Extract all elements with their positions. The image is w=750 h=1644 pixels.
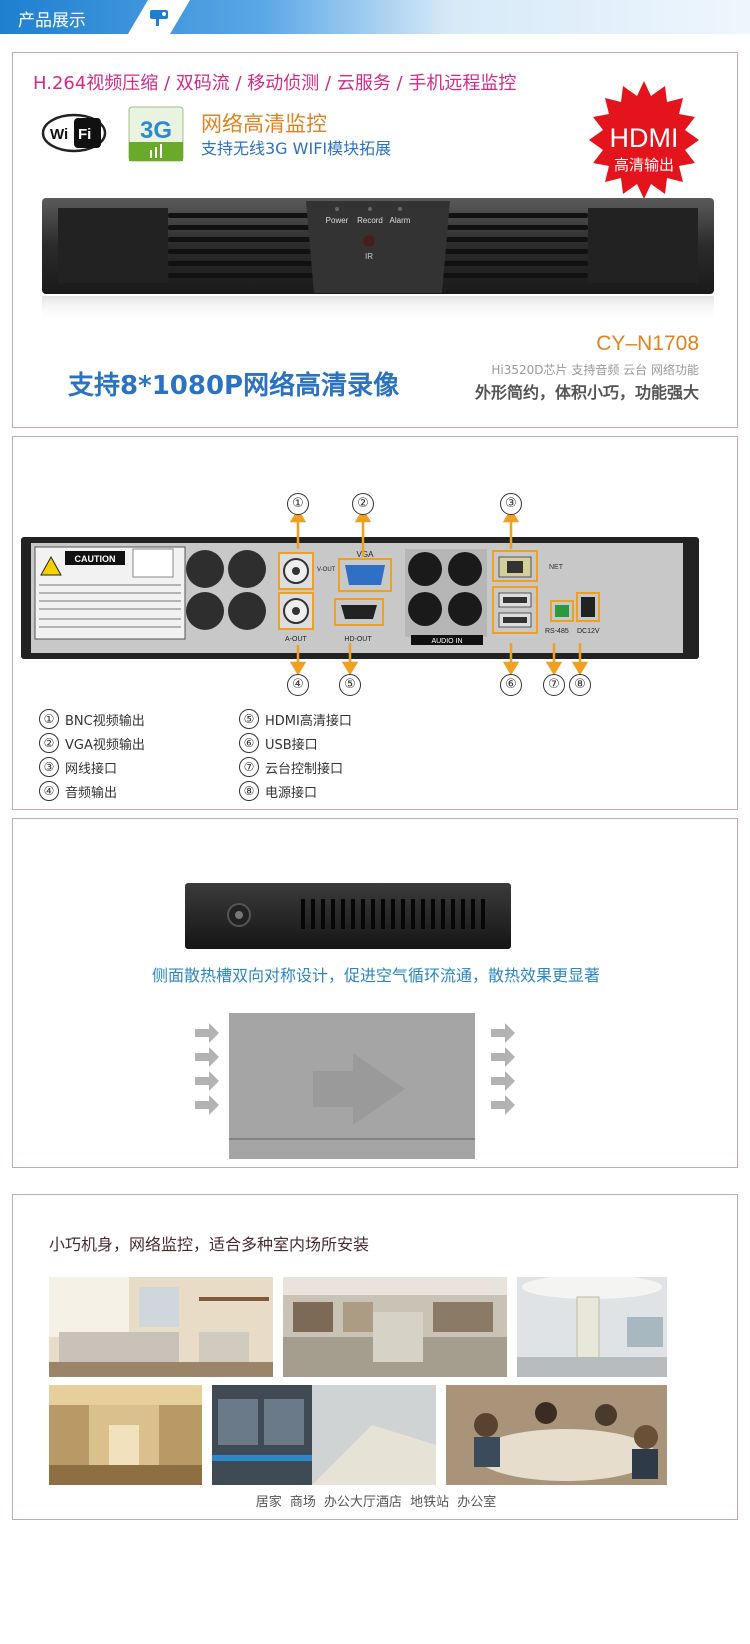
scene-captions: 居家 商场 办公大厅酒店 地铁站 办公室 — [255, 1495, 497, 1510]
legend-num: ② — [39, 733, 59, 753]
legend-item: ⑤ HDMI高清接口 — [239, 707, 352, 731]
wifi-logo: Wi Fi — [41, 113, 107, 153]
feature-list: H.264视频压缩 / 双码流 / 移动侦测 / 云服务 / 手机远程监控 — [33, 73, 517, 94]
airflow-diagram — [195, 1013, 515, 1159]
model-number: CY–N1708 — [596, 332, 699, 355]
front-label-alarm: Alarm — [390, 216, 411, 225]
hall-photo — [517, 1277, 667, 1377]
legend-item: ⑥ USB接口 — [239, 731, 352, 755]
mall-photo — [283, 1277, 507, 1377]
hdmi-badge-title: HDMI — [609, 123, 679, 153]
legend-num: ⑤ — [239, 709, 259, 729]
legend-item: ③ 网线接口 — [39, 755, 145, 779]
callout-7: ⑦ — [543, 674, 565, 696]
hdmi-badge-subtitle: 高清输出 — [613, 156, 674, 174]
callout-3: ③ — [500, 493, 522, 515]
legend-item: ⑧ 电源接口 — [239, 779, 352, 803]
legend-label: 音频输出 — [65, 785, 118, 801]
legend-num: ⑧ — [239, 781, 259, 801]
label-net: NET — [549, 564, 564, 571]
legend-num: ⑥ — [239, 733, 259, 753]
callout-8: ⑧ — [569, 674, 591, 696]
living-room-photo — [49, 1277, 273, 1377]
3g-text: 3G — [140, 117, 172, 144]
label-vout: V-OUT — [317, 567, 336, 573]
callout-4: ④ — [287, 674, 309, 696]
legend-num: ③ — [39, 757, 59, 777]
legend-num: ⑦ — [239, 757, 259, 777]
subway-photo — [212, 1385, 436, 1485]
legend-label: 电源接口 — [265, 785, 318, 801]
main-slogan: 支持8*1080P网络高清录像 — [68, 371, 400, 401]
sub-slogan: 外形简约，体积小巧，功能强大 — [474, 383, 699, 402]
legend-left: ① BNC视频输出 ② VGA视频输出 ③ 网线接口 ④ 音频输出 — [39, 707, 145, 803]
wifi-logo-text-right: Fi — [78, 126, 91, 143]
scenes-title: 小巧机身，网络监控，适合多种室内场所安装 — [49, 1235, 370, 1254]
callout-arrows — [289, 508, 589, 676]
dvr-side-image — [185, 883, 511, 949]
section-title: 产品展示 — [18, 11, 86, 31]
hotel-photo — [49, 1385, 202, 1485]
label-audio-in: AUDIO IN — [431, 638, 462, 645]
legend-label: USB接口 — [265, 737, 318, 753]
legend-num: ① — [39, 709, 59, 729]
hdmi-badge: HDMI 高清输出 — [585, 81, 703, 199]
wifi-logo-text-left: Wi — [50, 126, 68, 143]
legend-label: VGA视频输出 — [65, 737, 145, 753]
legend-item: ⑦ 云台控制接口 — [239, 755, 352, 779]
label-dc12v: DC12V — [577, 628, 600, 635]
legend-label: BNC视频输出 — [65, 713, 145, 729]
legend-label: HDMI高清接口 — [265, 713, 352, 729]
starburst-shape — [589, 81, 699, 199]
front-label-record: Record — [357, 216, 383, 225]
label-aout: A-OUT — [285, 636, 308, 643]
camera-icon — [128, 0, 190, 34]
ventilation-section: 侧面散热槽双向对称设计，促进空气循环流通，散热效果更显著 — [12, 818, 738, 1168]
callout-1: ① — [287, 493, 309, 515]
dvr-front-image: Power Record Alarm IR — [42, 198, 714, 322]
label-hdout: HD-OUT — [344, 636, 372, 643]
3g-icon: 3G — [128, 106, 184, 162]
legend-label: 网线接口 — [65, 761, 118, 777]
office-photo — [446, 1385, 667, 1485]
legend-item: ② VGA视频输出 — [39, 731, 145, 755]
dvr-rear-image: CAUTION V-OUT A-OUT VGA HD-OUT — [21, 537, 699, 659]
wifi-extension-text: 支持无线3G WIFI模块拓展 — [201, 139, 392, 158]
header-band — [0, 0, 750, 34]
callout-5: ⑤ — [339, 674, 361, 696]
legend-item: ④ 音频输出 — [39, 779, 145, 803]
spec-line: Hi3520D芯片 支持音频 云台 网络功能 — [491, 363, 699, 377]
front-label-power: Power — [326, 216, 349, 225]
label-rs485: RS-485 — [545, 628, 569, 635]
legend-right: ⑤ HDMI高清接口 ⑥ USB接口 ⑦ 云台控制接口 ⑧ 电源接口 — [239, 707, 352, 803]
front-label-ir: IR — [365, 252, 373, 261]
net-hd-title: 网络高清监控 — [201, 112, 327, 136]
scenes-section: 小巧机身，网络监控，适合多种室内场所安装 — [12, 1194, 738, 1520]
ventilation-caption: 侧面散热槽双向对称设计，促进空气循环流通，散热效果更显著 — [151, 966, 600, 985]
legend-label: 云台控制接口 — [265, 761, 344, 777]
label-vga: VGA — [357, 550, 375, 559]
hero-panel: H.264视频压缩 / 双码流 / 移动侦测 / 云服务 / 手机远程监控 Wi… — [12, 52, 738, 428]
callout-2: ② — [352, 493, 374, 515]
legend-num: ④ — [39, 781, 59, 801]
callout-6: ⑥ — [500, 674, 522, 696]
rear-panel-section: CAUTION V-OUT A-OUT VGA HD-OUT — [12, 436, 738, 810]
section-header: 产品展示 — [0, 0, 750, 34]
legend-item: ① BNC视频输出 — [39, 707, 145, 731]
caution-title: CAUTION — [75, 554, 116, 564]
